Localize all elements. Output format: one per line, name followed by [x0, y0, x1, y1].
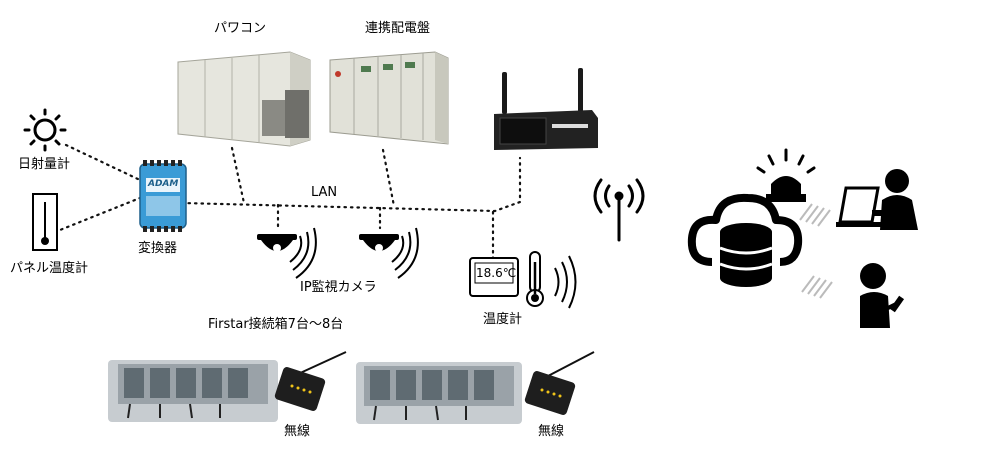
signal-hatch-1 [799, 203, 831, 227]
sun-icon [23, 108, 67, 152]
person-laptop-icon [836, 169, 918, 230]
adam-converter [139, 160, 187, 232]
cloud-database-icon [687, 193, 803, 287]
powercon-label: パワコン [214, 21, 267, 36]
alarm-light-icon [756, 148, 816, 202]
junction-box-2 [356, 351, 595, 424]
junction-box-1 [108, 351, 347, 422]
irradiance-link [64, 143, 142, 182]
person-phone-icon [860, 263, 905, 328]
thermometer-device [469, 251, 577, 309]
thermometer-label: 温度計 [483, 312, 523, 327]
distribution-panel [329, 51, 449, 145]
converter-label: 変換器 [138, 241, 178, 256]
distribution-panel-label: 連携配電盤 [365, 21, 431, 36]
powercon-cabinet [177, 51, 311, 147]
wireless-label-2: 無線 [538, 424, 565, 439]
irradiance-meter-label: 日射量計 [18, 157, 71, 172]
antenna-icon [593, 178, 645, 242]
paneltemp-link [53, 196, 142, 234]
signal-hatch-2 [801, 275, 833, 299]
lan-label: LAN [311, 185, 338, 200]
junction-box-label: Firstar接続箱7台～8台 [208, 317, 344, 332]
powercon-link [230, 146, 246, 205]
panel-temp-label: パネル温度計 [10, 261, 89, 276]
thermo-reading: 18.6℃ [476, 266, 517, 280]
camera-icon-1 [257, 227, 317, 279]
camera-label: IP監視カメラ [300, 280, 377, 295]
panel-thermometer-icon [32, 193, 58, 251]
camera-icon-2 [359, 227, 419, 279]
wireless-label-1: 無線 [284, 424, 311, 439]
adam-logo: ADAM [148, 179, 179, 189]
panel-link [381, 148, 396, 208]
gateway-router [494, 68, 598, 150]
lan-bus-line [180, 156, 522, 213]
lan-connections [53, 143, 522, 260]
